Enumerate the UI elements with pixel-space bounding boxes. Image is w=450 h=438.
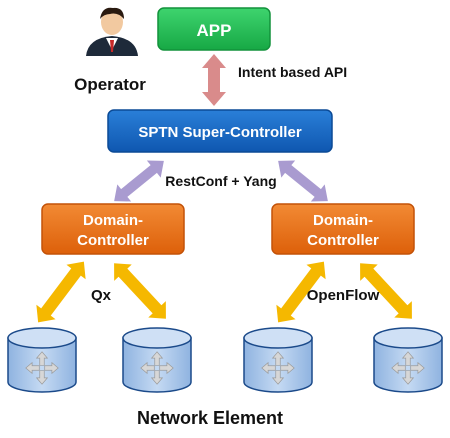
super-controller-node[interactable]: SPTN Super-Controller: [107, 109, 333, 153]
network-element-4[interactable]: [373, 327, 443, 393]
network-element-3[interactable]: [243, 327, 313, 393]
app-label: APP: [197, 21, 232, 40]
network-element-1[interactable]: [7, 327, 77, 393]
openflow-arrow-right: [360, 263, 412, 319]
app-node[interactable]: APP: [157, 7, 271, 51]
openflow-label: OpenFlow: [307, 287, 380, 304]
restconf-arrow-left: [114, 160, 164, 202]
network-element-2[interactable]: [122, 327, 192, 393]
qx-arrow-right: [114, 263, 166, 319]
qx-label: Qx: [91, 287, 112, 304]
operator-label: Operator: [74, 75, 146, 94]
operator-avatar-icon: [86, 7, 138, 56]
restconf-arrow-right: [278, 160, 328, 202]
intent-api-label: Intent based API: [238, 64, 347, 80]
domain-right-line2: Controller: [307, 232, 379, 249]
domain-controller-right[interactable]: Domain- Controller: [271, 203, 415, 255]
domain-controller-left[interactable]: Domain- Controller: [41, 203, 185, 255]
network-element-label: Network Element: [137, 408, 283, 428]
domain-right-line1: Domain-: [313, 212, 373, 229]
domain-left-line2: Controller: [77, 232, 149, 249]
qx-arrow-left: [36, 261, 86, 323]
intent-api-arrow: [202, 54, 226, 106]
domain-left-line1: Domain-: [83, 212, 143, 229]
restconf-label: RestConf + Yang: [165, 173, 276, 189]
openflow-arrow-left: [276, 261, 326, 323]
super-controller-label: SPTN Super-Controller: [138, 124, 302, 141]
